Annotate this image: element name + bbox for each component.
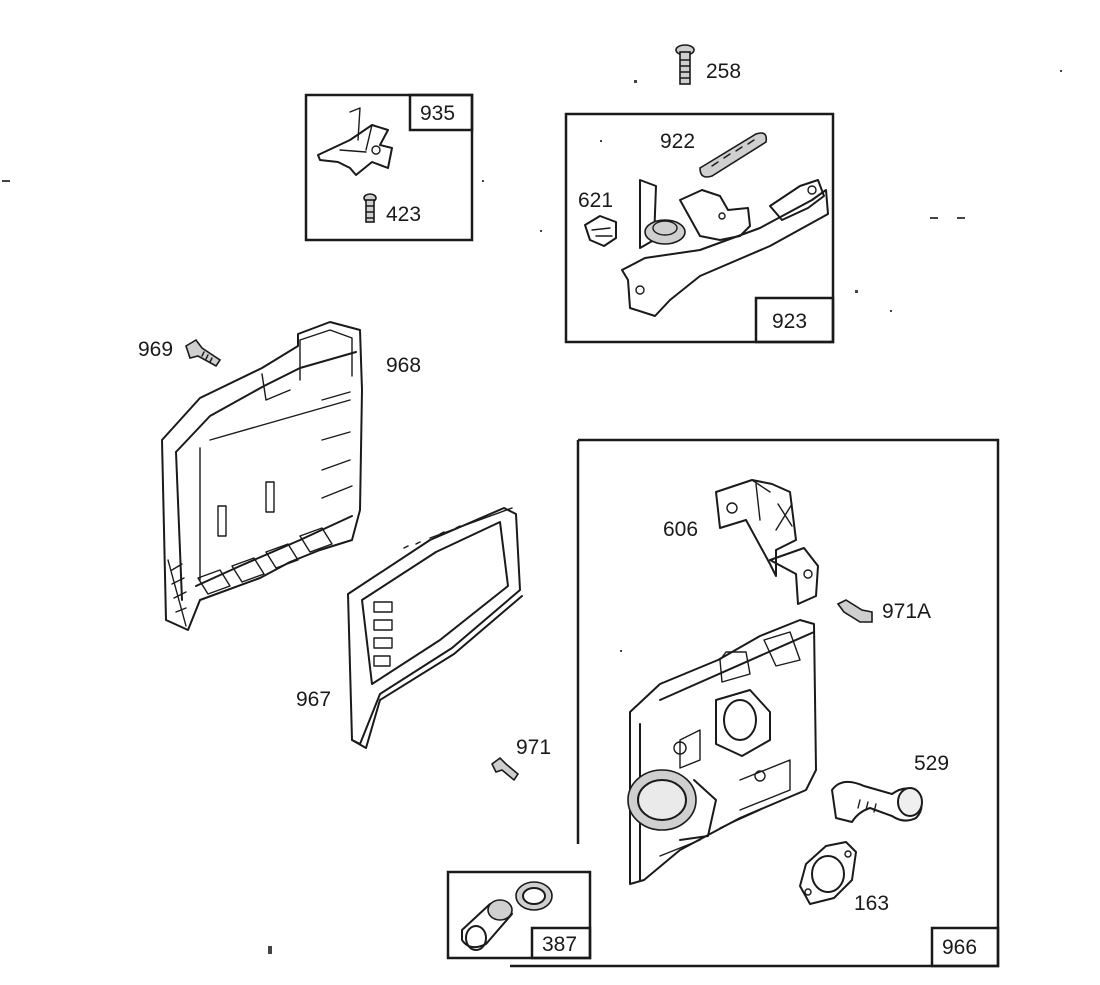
part-922-link: 922: [660, 130, 768, 178]
part-923-bracket-assembly: [621, 179, 829, 317]
label-923: 923: [772, 310, 807, 333]
label-922: 922: [660, 130, 695, 153]
label-969: 969: [138, 338, 173, 361]
part-423-screw: 423: [363, 193, 421, 226]
part-968-housing: 968: [161, 321, 421, 631]
label-971: 971: [516, 736, 551, 759]
kit-box-387: 387: [446, 870, 592, 960]
label-529: 529: [914, 752, 949, 775]
part-258-screw: 258: [675, 44, 741, 85]
part-969-bolt: 969: [138, 338, 222, 368]
label-935: 935: [420, 102, 455, 125]
part-935-bracket: [317, 107, 393, 176]
part-387-fitting: [461, 881, 553, 951]
label-258: 258: [706, 60, 741, 83]
label-968: 968: [386, 354, 421, 377]
part-971-screw: 971: [490, 736, 551, 782]
part-966-base-plate: [627, 619, 817, 885]
scan-specks: [2, 70, 1062, 954]
label-163: 163: [854, 892, 889, 915]
label-966: 966: [942, 936, 977, 959]
label-971a: 971A: [882, 600, 931, 623]
label-967: 967: [296, 688, 331, 711]
kit-box-966: 966 606 971A: [510, 438, 1000, 968]
kit-box-935: 935 423: [304, 93, 474, 242]
label-606: 606: [663, 518, 698, 541]
kit-box-923: 923 922 621: [564, 112, 835, 344]
part-529-elbow: 529: [831, 752, 949, 823]
label-423: 423: [386, 203, 421, 226]
part-606-bracket: 606: [663, 479, 819, 605]
part-967-filter: 967: [296, 507, 523, 749]
part-971a-bolt: 971A: [836, 599, 931, 623]
part-621-clip: 621: [578, 189, 617, 247]
label-621: 621: [578, 189, 613, 212]
label-387: 387: [542, 933, 577, 956]
part-163-gasket: 163: [799, 841, 889, 915]
